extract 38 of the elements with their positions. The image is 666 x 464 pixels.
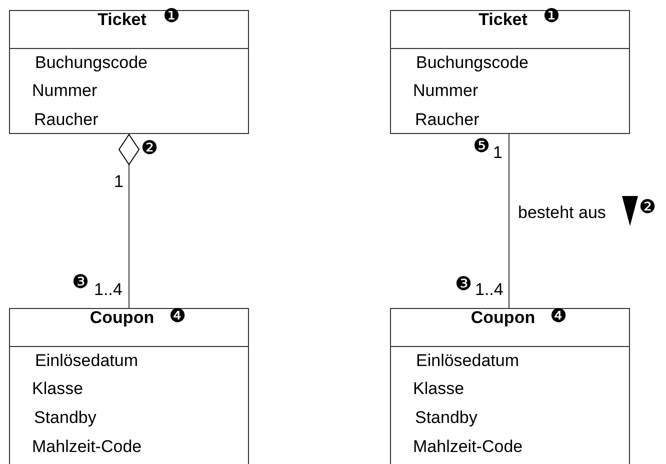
callout-number: ❷ bbox=[141, 140, 158, 158]
multiplicity-label: 1 bbox=[493, 144, 502, 162]
attribute-name: Standby bbox=[34, 409, 96, 427]
attribute-name: Raucher bbox=[34, 111, 98, 129]
class-box bbox=[390, 10, 630, 134]
attribute-name: Mahlzeit-Code bbox=[32, 438, 142, 456]
callout-number: ❶ bbox=[543, 8, 560, 26]
callout-number: ❶ bbox=[163, 8, 180, 26]
attribute-name: Raucher bbox=[415, 111, 480, 129]
attribute-name: Nummer bbox=[413, 82, 478, 100]
multiplicity-label: 1..4 bbox=[94, 281, 122, 299]
class-name: Coupon bbox=[90, 309, 156, 327]
callout-number: ❹ bbox=[169, 308, 186, 326]
callout-number: ❹ bbox=[550, 308, 567, 326]
class-box bbox=[9, 10, 249, 134]
attribute-name: Klasse bbox=[32, 380, 84, 398]
class-name: Coupon bbox=[470, 309, 536, 327]
class-box bbox=[390, 308, 630, 464]
callout-number: ❷ bbox=[639, 199, 656, 217]
class-name: Ticket bbox=[478, 11, 528, 29]
callout-number: ❸ bbox=[72, 274, 89, 292]
class-box bbox=[9, 308, 249, 464]
attribute-name: Nummer bbox=[32, 82, 98, 100]
attribute-name: Klasse bbox=[413, 380, 464, 398]
attribute-name: Buchungscode bbox=[416, 54, 528, 72]
callout-number: ❸ bbox=[455, 276, 472, 294]
aggregation-line bbox=[118, 134, 140, 308]
attribute-name: Mahlzeit-Code bbox=[413, 438, 523, 456]
association-line bbox=[508, 134, 510, 308]
attribute-name: Einlösedatum bbox=[416, 352, 520, 370]
multiplicity-label: 1 bbox=[114, 173, 124, 191]
edge-label: besteht aus bbox=[518, 204, 606, 222]
callout-number: ❺ bbox=[473, 138, 490, 156]
attribute-name: Standby bbox=[415, 409, 478, 427]
attribute-name: Buchungscode bbox=[35, 54, 148, 72]
class-name: Ticket bbox=[98, 11, 148, 29]
attribute-name: Einlösedatum bbox=[35, 352, 138, 370]
multiplicity-label: 1..4 bbox=[475, 281, 504, 299]
